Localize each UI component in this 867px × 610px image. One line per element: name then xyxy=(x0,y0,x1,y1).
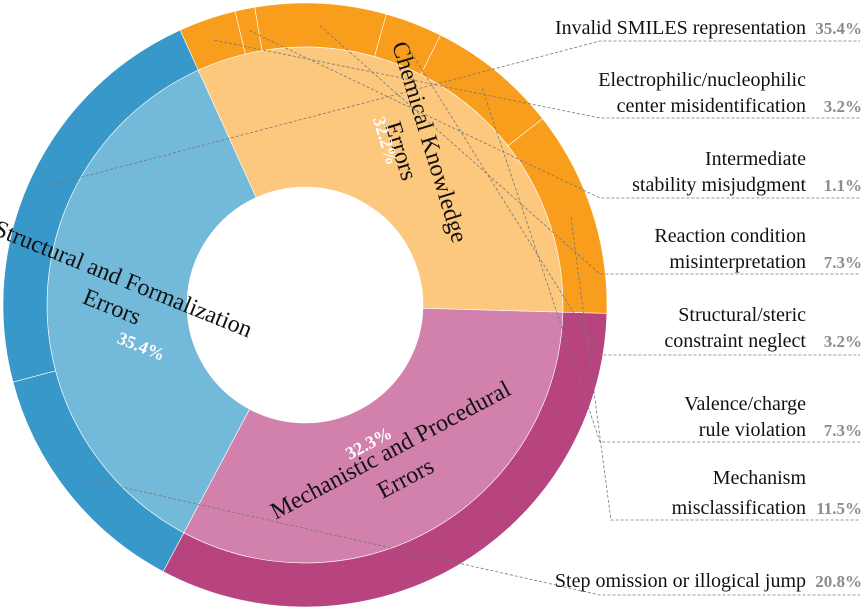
outer-label-line: center misidentification xyxy=(617,95,806,117)
outer-labels: Step omission or illogical jump 20.8% Inva… xyxy=(555,17,862,592)
outer-percent-label: 11.5% xyxy=(816,499,862,518)
outer-percent-label: 7.3% xyxy=(824,253,862,272)
outer-wedge-8 xyxy=(162,311,608,608)
leader-lines xyxy=(51,25,860,596)
outer-label-7: Mechanism misclassification 11.5% xyxy=(672,467,862,519)
outer-percent-label: 3.2% xyxy=(824,332,862,351)
outer-label-line: Step omission or illogical jump xyxy=(555,570,806,592)
outer-label-1: Invalid SMILES representation 35.4% xyxy=(555,17,862,39)
outer-label-line: Reaction condition xyxy=(654,225,806,247)
outer-percent-label: 1.1% xyxy=(824,176,862,195)
outer-label-5: Structural/steric constraint neglect 3.2% xyxy=(664,304,862,352)
leader-line xyxy=(319,25,860,275)
outer-percent-label: 7.3% xyxy=(824,421,862,440)
donut-rings xyxy=(2,2,608,608)
outer-label-line: Intermediate xyxy=(705,148,806,170)
outer-label-line: misclassification xyxy=(672,497,806,519)
outer-percent-label: 35.4% xyxy=(815,19,862,38)
outer-percent-label: 3.2% xyxy=(824,97,862,116)
outer-label-4: Reaction condition misinterpretation 7.3% xyxy=(654,225,862,273)
outer-label-2: Electrophilic/nucleophilic center misiden… xyxy=(598,69,862,117)
outer-label-line: Invalid SMILES representation xyxy=(555,17,806,39)
leader-line xyxy=(570,217,860,521)
outer-label-line: Mechanism xyxy=(713,467,807,489)
outer-label-line: Valence/charge xyxy=(684,393,806,415)
outer-label-line: rule violation xyxy=(699,419,806,441)
outer-percent-label: 20.8% xyxy=(815,572,862,591)
outer-label-line: Structural/steric xyxy=(678,304,806,326)
outer-label-line: misinterpretation xyxy=(669,251,806,273)
outer-label-line: stability misjudgment xyxy=(632,174,806,196)
leader-line xyxy=(405,43,860,356)
leader-line xyxy=(481,88,860,443)
outer-label-0: Step omission or illogical jump 20.8% xyxy=(555,570,862,592)
leader-line xyxy=(51,40,860,186)
leader-line xyxy=(214,39,860,119)
leader-line xyxy=(249,30,860,199)
outer-label-line: Electrophilic/nucleophilic xyxy=(598,69,806,91)
leader-line xyxy=(85,478,860,596)
outer-label-6: Valence/charge rule violation 7.3% xyxy=(684,393,862,441)
outer-label-line: constraint neglect xyxy=(664,330,806,352)
outer-label-3: Intermediate stability misjudgment 1.1% xyxy=(632,148,862,196)
